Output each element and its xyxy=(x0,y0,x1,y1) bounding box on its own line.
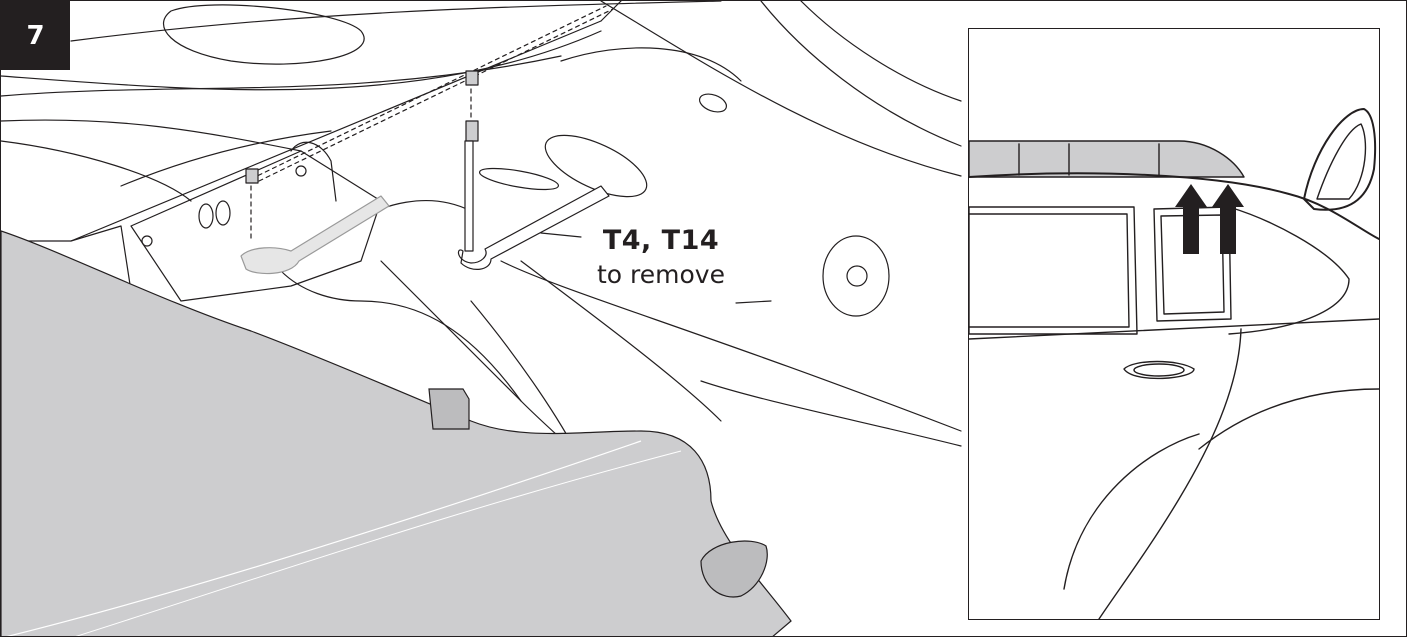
fastener-part-numbers: T4, T14 xyxy=(602,225,720,256)
step-number-badge: 7 xyxy=(1,1,70,70)
arrow-up-icon xyxy=(1175,184,1244,254)
fastener-action: to remove xyxy=(597,260,725,289)
car-side-roof-detail-illustration xyxy=(969,108,1379,619)
fastener-callout: T4, T14 to remove xyxy=(541,223,781,291)
inset-detail-panel xyxy=(968,28,1380,620)
